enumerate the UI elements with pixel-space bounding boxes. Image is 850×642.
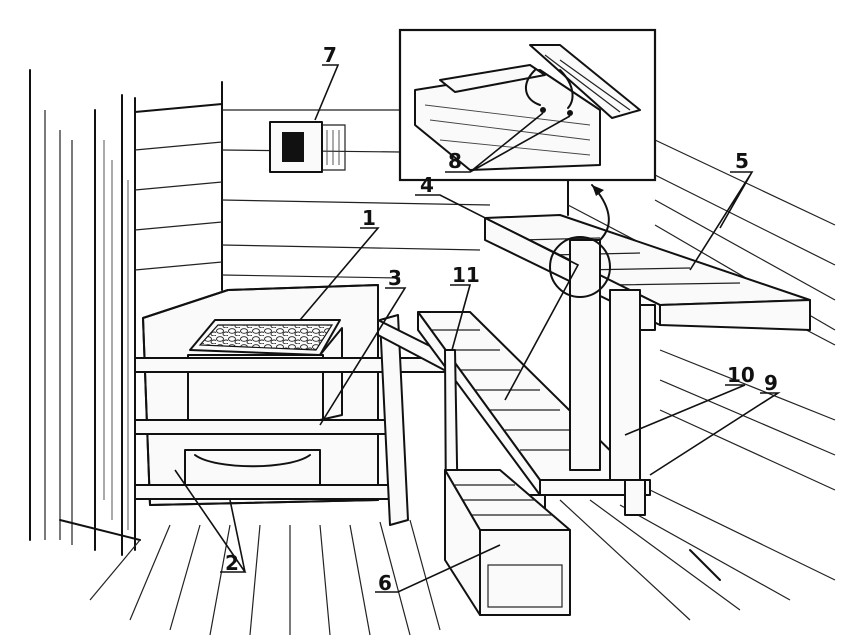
upper-bench bbox=[484, 214, 811, 481]
callout-9: 9 bbox=[764, 371, 778, 395]
vent bbox=[269, 121, 346, 173]
floor bbox=[59, 489, 836, 636]
callout-3: 3 bbox=[388, 266, 402, 290]
detail-callout bbox=[549, 184, 611, 298]
callout-5: 5 bbox=[735, 149, 749, 173]
callout-8: 8 bbox=[448, 149, 462, 173]
callout-labels: 7 1 3 11 4 8 5 10 9 2 6 bbox=[225, 43, 778, 595]
footstool bbox=[444, 469, 571, 616]
heater-railing bbox=[134, 314, 449, 526]
callout-10: 10 bbox=[727, 363, 755, 387]
callout-7: 7 bbox=[323, 43, 337, 67]
callout-4: 4 bbox=[420, 173, 434, 197]
callout-2: 2 bbox=[225, 551, 239, 575]
leader-lines bbox=[174, 64, 781, 593]
left-wall bbox=[29, 69, 136, 556]
callout-1: 1 bbox=[362, 206, 376, 230]
heater bbox=[142, 284, 379, 506]
detail-inset bbox=[398, 28, 657, 182]
callout-11: 11 bbox=[452, 263, 480, 287]
callout-6: 6 bbox=[378, 571, 392, 595]
